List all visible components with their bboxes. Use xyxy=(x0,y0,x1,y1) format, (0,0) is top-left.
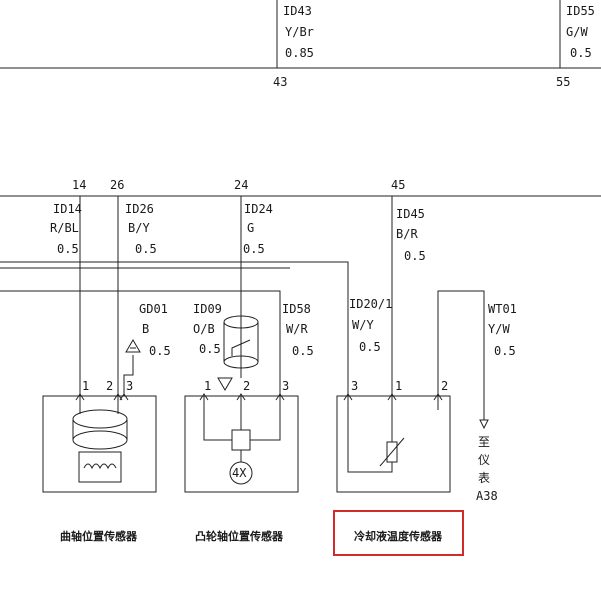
cam-pin-3-marker xyxy=(275,393,285,401)
wire-id45-gauge: 0.5 xyxy=(404,249,426,263)
wire-id20-gauge: 0.5 xyxy=(359,340,381,354)
crank-pin-2: 2 xyxy=(106,379,113,393)
wire-wt01-color: Y/W xyxy=(488,322,510,336)
cam-pin-1-marker xyxy=(199,393,209,401)
crank-winding-icon xyxy=(83,463,117,470)
coolant-pin-3: 3 xyxy=(351,379,358,393)
pin-55-label: 55 xyxy=(556,75,570,89)
wire-id58-gauge: 0.5 xyxy=(292,344,314,358)
wire-wt01-id: WT01 xyxy=(488,302,517,316)
wire-id24-id: ID24 xyxy=(244,202,273,216)
ecu-pin-45: 45 xyxy=(391,178,405,192)
cam-cylinder-bottom xyxy=(223,355,259,369)
wt01-arrow-icon xyxy=(479,419,489,430)
wire-id58 xyxy=(0,290,281,396)
wire-id20-1 xyxy=(0,261,349,396)
cam-pin-2-marker xyxy=(236,393,246,401)
crank-coil-bottom xyxy=(72,430,128,450)
wire-id20-id: ID20/1 xyxy=(349,297,392,311)
wire-wt01 xyxy=(437,290,485,420)
cam-circuit-left xyxy=(203,396,232,441)
coolant-circuit xyxy=(347,396,393,473)
crank-sensor-label: 曲轴位置传感器 xyxy=(60,529,138,543)
ecu-pin-14: 14 xyxy=(72,178,86,192)
instrument-ref-code: A38 xyxy=(476,489,498,503)
wire-gd01-id: GD01 xyxy=(139,302,168,316)
cam-pin-3: 3 xyxy=(282,379,289,393)
wire-id58-id: ID58 xyxy=(282,302,311,316)
crank-pin-3: 3 xyxy=(126,379,133,393)
wire-id55-id: ID55 xyxy=(566,4,595,18)
cam-mark-4x: 4X xyxy=(232,466,247,480)
thermistor-icon xyxy=(386,441,398,463)
wire-id26-color: B/Y xyxy=(128,221,150,235)
crank-pin-1: 1 xyxy=(82,379,89,393)
coolant-sensor-housing xyxy=(336,395,451,493)
thermistor-arrow xyxy=(379,437,405,467)
cam-pin-2: 2 xyxy=(243,379,250,393)
wire-id14-id: ID14 xyxy=(53,202,82,216)
pin-43-label: 43 xyxy=(273,75,287,89)
wire-gd01-color: B xyxy=(142,322,149,336)
crank-pin-2-marker xyxy=(113,393,123,401)
wire-id55-gauge: 0.5 xyxy=(570,46,592,60)
wire-id26-id: ID26 xyxy=(125,202,154,216)
wire-id14-gauge: 0.5 xyxy=(57,242,79,256)
crank-pin-1-marker xyxy=(75,393,85,401)
coolant-pin-1-marker xyxy=(387,393,397,401)
instrument-ref-char-2: 仪 xyxy=(478,453,490,467)
cam-sensor-label: 凸轮轴位置传感器 xyxy=(195,529,284,543)
wire-id58-color: W/R xyxy=(286,322,308,336)
cam-tone-wheel-icon xyxy=(229,461,253,485)
wire-id24-color: G xyxy=(247,221,254,235)
wire-id55-color: G/W xyxy=(566,25,588,39)
wire-id09-id: ID09 xyxy=(193,302,222,316)
wire-id09-gauge: 0.5 xyxy=(199,342,221,356)
instrument-ref-char-1: 至 xyxy=(478,435,490,449)
wire-id20-color: W/Y xyxy=(352,318,374,332)
cam-ground-icon xyxy=(217,377,233,391)
ecu-pin-26: 26 xyxy=(110,178,124,192)
wire-id26-gauge: 0.5 xyxy=(135,242,157,256)
wire-id24-gauge: 0.5 xyxy=(243,242,265,256)
coolant-pin-2-marker xyxy=(433,393,443,401)
highlight-box xyxy=(333,510,464,556)
coolant-pin-1: 1 xyxy=(395,379,402,393)
crank-coil-top xyxy=(72,409,128,429)
coolant-pin-3-marker xyxy=(343,393,353,401)
wire-id09-color: O/B xyxy=(193,322,215,336)
crank-sensor-housing xyxy=(42,395,157,493)
cam-sensor-element xyxy=(231,429,251,451)
wire-id43-gauge: 0.85 xyxy=(285,46,314,60)
ecu-pin-24: 24 xyxy=(234,178,248,192)
wire-gd01-gauge: 0.5 xyxy=(149,344,171,358)
wire-id45-id: ID45 xyxy=(396,207,425,221)
wire-gd01 xyxy=(123,355,134,396)
instrument-ref-char-3: 表 xyxy=(478,471,490,485)
wire-id14-color: R/BL xyxy=(50,221,79,235)
wire-wt01-gauge: 0.5 xyxy=(494,344,516,358)
cam-circuit-right xyxy=(250,396,281,441)
cam-pin-1: 1 xyxy=(204,379,211,393)
crank-magnet xyxy=(78,451,122,483)
wire-id43-id: ID43 xyxy=(283,4,312,18)
wire-id45-color: B/R xyxy=(396,227,418,241)
coolant-pin-2: 2 xyxy=(441,379,448,393)
wire-id43-color: Y/Br xyxy=(285,25,314,39)
coolant-sensor-label: 冷却液温度传感器 xyxy=(354,529,443,543)
cam-cylinder-switch xyxy=(231,339,251,356)
ground-icon xyxy=(125,339,141,353)
